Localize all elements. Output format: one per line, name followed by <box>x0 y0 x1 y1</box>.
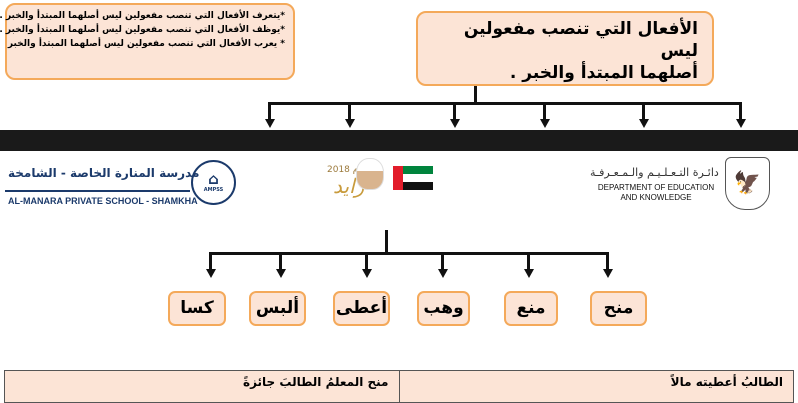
department-name-en-line1: DEPARTMENT OF EDUCATION <box>597 183 715 192</box>
lower-branch-line <box>209 252 609 255</box>
objective-2: *يوظف الأفعال التي تنصب مفعولين ليس أصله… <box>0 25 285 35</box>
top-arrow-5 <box>639 119 649 128</box>
verb-box-manaha: منح <box>590 291 647 326</box>
top-arrow-2 <box>345 119 355 128</box>
verb-box-albasa: ألبس <box>249 291 306 326</box>
lower-stem-line <box>385 230 388 254</box>
lower-arrow-1 <box>206 269 216 278</box>
top-drop-6 <box>739 102 742 120</box>
verb-box-kasa: كسا <box>168 291 226 326</box>
lower-drop-6 <box>606 252 609 270</box>
lower-arrow-6 <box>603 269 613 278</box>
example-cell-2: الطالبُ أعطيته مالاً <box>398 371 793 402</box>
top-arrow-6 <box>736 119 746 128</box>
lower-drop-4 <box>441 252 444 270</box>
lower-arrow-5 <box>524 269 534 278</box>
abu-dhabi-falcon-emblem-icon: 🦅 <box>725 157 770 210</box>
top-branch-line <box>268 102 742 105</box>
top-drop-1 <box>268 102 271 120</box>
title-stem-line <box>474 86 477 104</box>
lower-drop-2 <box>279 252 282 270</box>
top-arrow-1 <box>265 119 275 128</box>
examples-table: منح المعلمُ الطالبَ جائزةً الطالبُ أعطيت… <box>4 370 794 403</box>
school-logo: ⌂ AMPSS <box>191 160 236 205</box>
lower-drop-1 <box>209 252 212 270</box>
school-logo-text: AMPSS <box>203 187 224 193</box>
department-name-en-line2: AND KNOWLEDGE <box>620 193 692 202</box>
divider-band <box>0 130 798 151</box>
uae-flag-icon <box>393 166 433 190</box>
lesson-title-line1: الأفعال التي تنصب مفعولين ليس <box>463 19 698 61</box>
school-underline <box>5 190 190 192</box>
objectives-box: *يتعرف الأفعال التي تنصب مفعولين ليس أصل… <box>0 3 295 80</box>
school-name-ar: مدرسة المنارة الخاصة - الشامخة <box>8 166 200 180</box>
school-name-en: AL-MANARA PRIVATE SCHOOL - SHAMKHA <box>8 196 198 206</box>
lower-drop-5 <box>527 252 530 270</box>
lower-arrow-4 <box>438 269 448 278</box>
portrait-image <box>356 158 384 190</box>
top-drop-4 <box>543 102 546 120</box>
top-drop-2 <box>348 102 351 120</box>
lesson-title-line2: أصلهما المبتدأ والخبر . <box>509 63 698 83</box>
verb-box-aataa: أعطى <box>333 291 390 326</box>
lower-drop-3 <box>365 252 368 270</box>
verb-box-manaa: منع <box>504 291 558 326</box>
top-arrow-4 <box>540 119 550 128</box>
top-drop-5 <box>642 102 645 120</box>
objective-1: *يتعرف الأفعال التي تنصب مفعولين ليس أصل… <box>0 11 285 21</box>
top-drop-3 <box>453 102 456 120</box>
lower-arrow-3 <box>362 269 372 278</box>
school-emblem-icon: ⌂ <box>208 170 219 188</box>
department-name-en: DEPARTMENT OF EDUCATION AND KNOWLEDGE <box>592 183 720 203</box>
example-cell-1: منح المعلمُ الطالبَ جائزةً <box>5 371 399 402</box>
objective-3: * يعرب الأفعال التي تنصب مفعولين ليس أصل… <box>7 39 285 49</box>
lesson-title-box: الأفعال التي تنصب مفعولين ليس أصلهما الم… <box>416 11 714 86</box>
verb-box-wahaba: وهب <box>417 291 470 326</box>
top-arrow-3 <box>450 119 460 128</box>
department-name-ar: دائـرة التـعـلـيـم والـمـعـرفـة <box>590 166 719 179</box>
lower-arrow-2 <box>276 269 286 278</box>
